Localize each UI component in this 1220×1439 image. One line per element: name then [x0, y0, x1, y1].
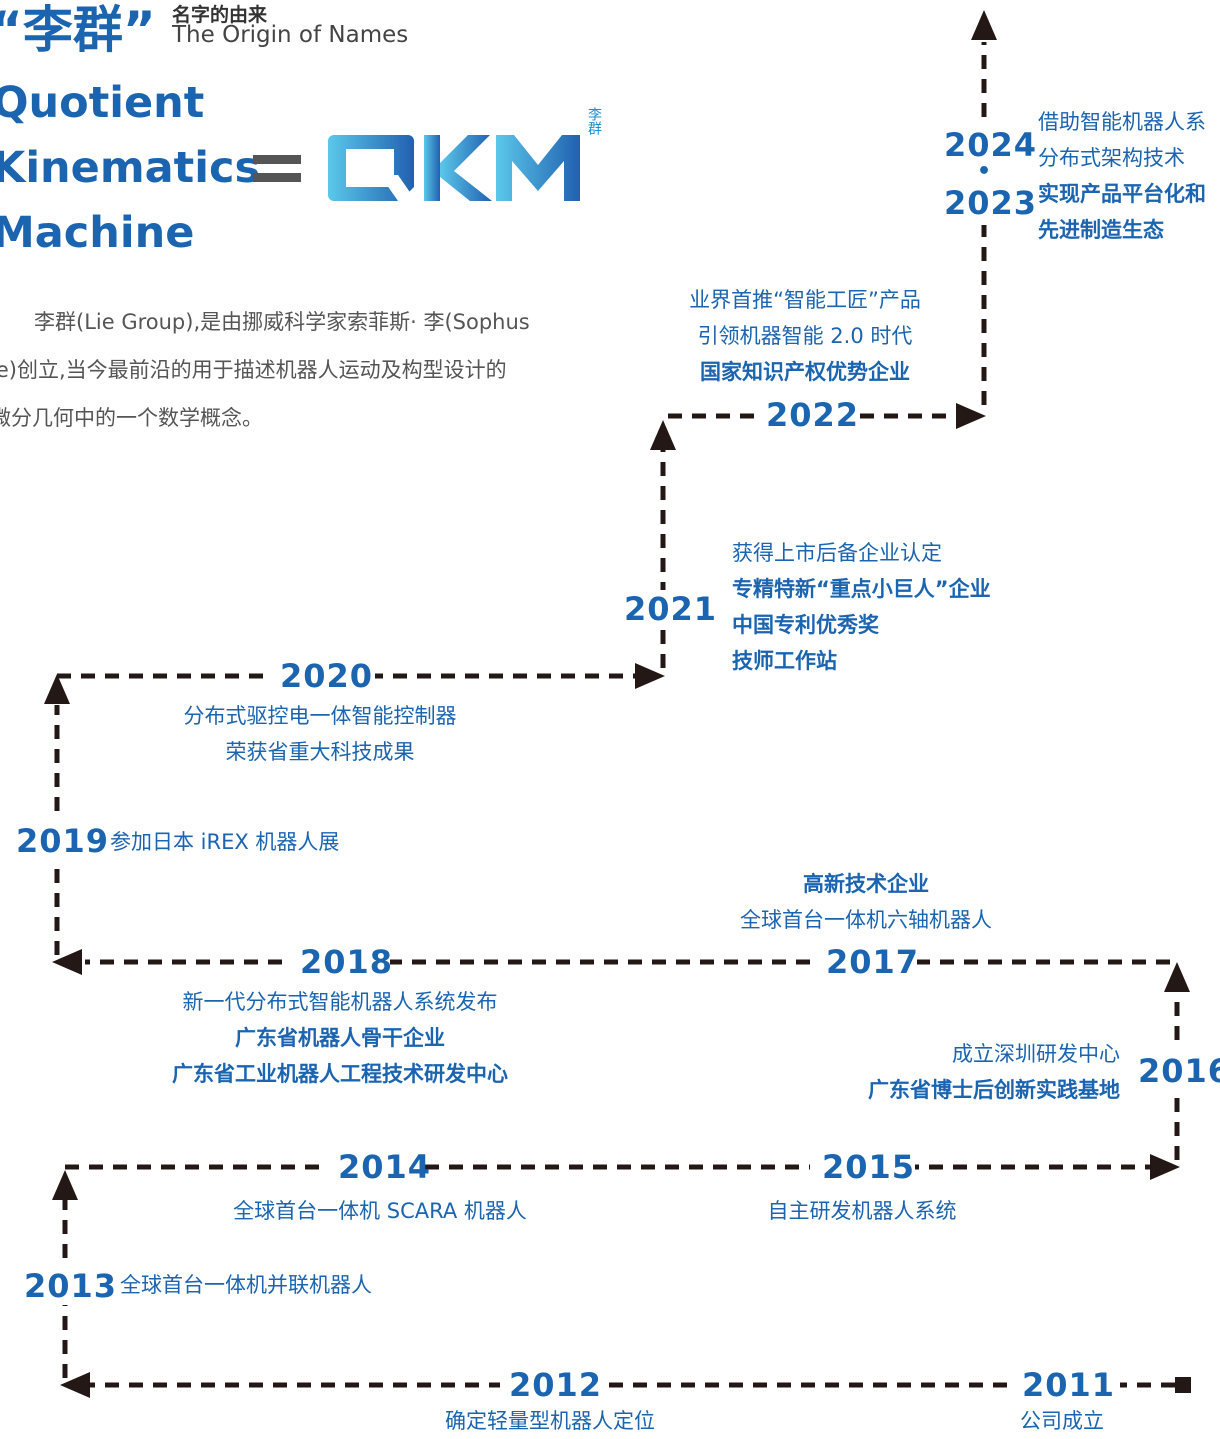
milestone-2023-2024-line: 借助智能机器人系	[1038, 110, 1206, 134]
milestone-2013-text: 全球首台一体机并联机器人	[120, 1273, 372, 1297]
year-2024: 2024	[944, 126, 1038, 164]
milestone-2017-line: 高新技术企业	[803, 872, 929, 896]
milestone-2021-line: 中国专利优秀奖	[732, 613, 879, 637]
year-2015: 2015	[822, 1148, 916, 1186]
arrowhead-left-2018	[52, 949, 82, 975]
milestone-2022-line: 业界首推“智能工匠”产品	[689, 288, 921, 312]
description-line: 李群(Lie Group),是由挪威科学家索菲斯· 李(Sophus	[34, 310, 530, 334]
page-subtitle-cn: 名字的由来	[172, 4, 268, 26]
milestone-2020-line: 荣获省重大科技成果	[225, 740, 415, 764]
milestone-2018-line: 新一代分布式智能机器人系统发布	[182, 990, 498, 1014]
milestone-2021-text: 获得上市后备企业认定 专精特新“重点小巨人”企业 中国专利优秀奖 技师工作站	[732, 535, 991, 679]
milestone-2016-text: 成立深圳研发中心 广东省博士后创新实践基地	[800, 1036, 1120, 1108]
arrowhead-right-2015	[1150, 1154, 1180, 1180]
milestone-2023-2024-line: 分布式架构技术	[1038, 146, 1185, 170]
milestone-2017-text: 高新技术企业 全球首台一体机六轴机器人	[666, 866, 1066, 938]
milestone-2021-line: 技师工作站	[732, 649, 837, 673]
description: 李群(Lie Group),是由挪威科学家索菲斯· 李(Sophus ie)创立…	[0, 298, 610, 442]
milestone-2021-line: 专精特新“重点小巨人”企业	[732, 577, 991, 601]
equals-icon	[253, 155, 301, 182]
milestone-2018-text: 新一代分布式智能机器人系统发布 广东省机器人骨干企业 广东省工业机器人工程技术研…	[110, 984, 570, 1092]
milestone-2020-text: 分布式驱控电一体智能控制器 荣获省重大科技成果	[120, 698, 520, 770]
milestone-2014-text: 全球首台一体机 SCARA 机器人	[233, 1199, 527, 1223]
milestone-2011-text: 公司成立	[1020, 1409, 1104, 1433]
year-separator-dot: •	[977, 159, 992, 184]
year-2021: 2021	[624, 590, 718, 628]
year-2023: 2023	[944, 184, 1038, 222]
arrowhead-right-2020	[635, 663, 665, 689]
milestone-2018-line: 广东省机器人骨干企业	[235, 1026, 445, 1050]
arrowhead-right-2022	[956, 403, 986, 429]
milestone-2020-line: 分布式驱控电一体智能控制器	[183, 704, 457, 728]
milestone-2016-line: 广东省博士后创新实践基地	[868, 1078, 1120, 1102]
milestone-2022-line: 引领机器智能 2.0 时代	[697, 324, 913, 348]
milestone-2023-2024-text: 借助智能机器人系 分布式架构技术 实现产品平台化和 先进制造生态	[1038, 104, 1220, 248]
arrowhead-up-2013	[52, 1170, 78, 1200]
milestone-2022-text: 业界首推“智能工匠”产品 引领机器智能 2.0 时代 国家知识产权优势企业	[630, 282, 980, 390]
page-title: “李群”	[0, 1, 156, 59]
milestone-2021-line: 获得上市后备企业认定	[732, 541, 942, 565]
year-2013: 2013	[24, 1267, 118, 1305]
year-2014: 2014	[338, 1148, 432, 1186]
arrowhead-up-2024	[971, 10, 997, 40]
seal-stamp: 李群	[586, 107, 602, 135]
year-2022: 2022	[766, 396, 860, 434]
milestone-2019-text: 参加日本 iREX 机器人展	[110, 830, 340, 854]
milestone-2018-line: 广东省工业机器人工程技术研发中心	[172, 1062, 508, 1086]
milestone-2023-2024-line: 实现产品平台化和	[1038, 182, 1206, 206]
milestone-2022-line: 国家知识产权优势企业	[700, 360, 910, 384]
arrowhead-up-2016	[1164, 962, 1190, 992]
arrowhead-up-2021	[650, 420, 676, 450]
year-2016: 2016	[1138, 1052, 1220, 1090]
qkm-word-kinematics: Kinematics	[0, 143, 261, 193]
qkm-word-machine: Machine	[0, 208, 195, 258]
arrowhead-left-2012	[60, 1372, 90, 1398]
milestone-2016-line: 成立深圳研发中心	[952, 1042, 1120, 1066]
year-2019: 2019	[16, 822, 110, 860]
qkm-logo-mark	[328, 135, 580, 201]
milestone-2017-line: 全球首台一体机六轴机器人	[740, 908, 992, 932]
arrowhead-up-2019	[44, 674, 70, 704]
page-subtitle-en: The Origin of Names	[172, 22, 409, 48]
timeline-start-marker	[1175, 1377, 1191, 1393]
year-2018: 2018	[300, 943, 394, 981]
qkm-word-quotient: Quotient	[0, 78, 205, 128]
milestone-2023-2024-line: 先进制造生态	[1038, 218, 1164, 242]
milestone-2015-text: 自主研发机器人系统	[767, 1199, 957, 1223]
year-2011: 2011	[1022, 1366, 1116, 1404]
description-line: 微分几何中的一个数学概念。	[0, 406, 263, 430]
description-line: ie)创立,当今最前沿的用于描述机器人运动及构型设计的	[0, 358, 507, 382]
year-2020: 2020	[280, 657, 374, 695]
qkm-logo: 李群	[328, 107, 602, 209]
milestone-2012-text: 确定轻量型机器人定位	[445, 1409, 655, 1433]
year-2012: 2012	[509, 1366, 603, 1404]
year-2017: 2017	[826, 943, 920, 981]
